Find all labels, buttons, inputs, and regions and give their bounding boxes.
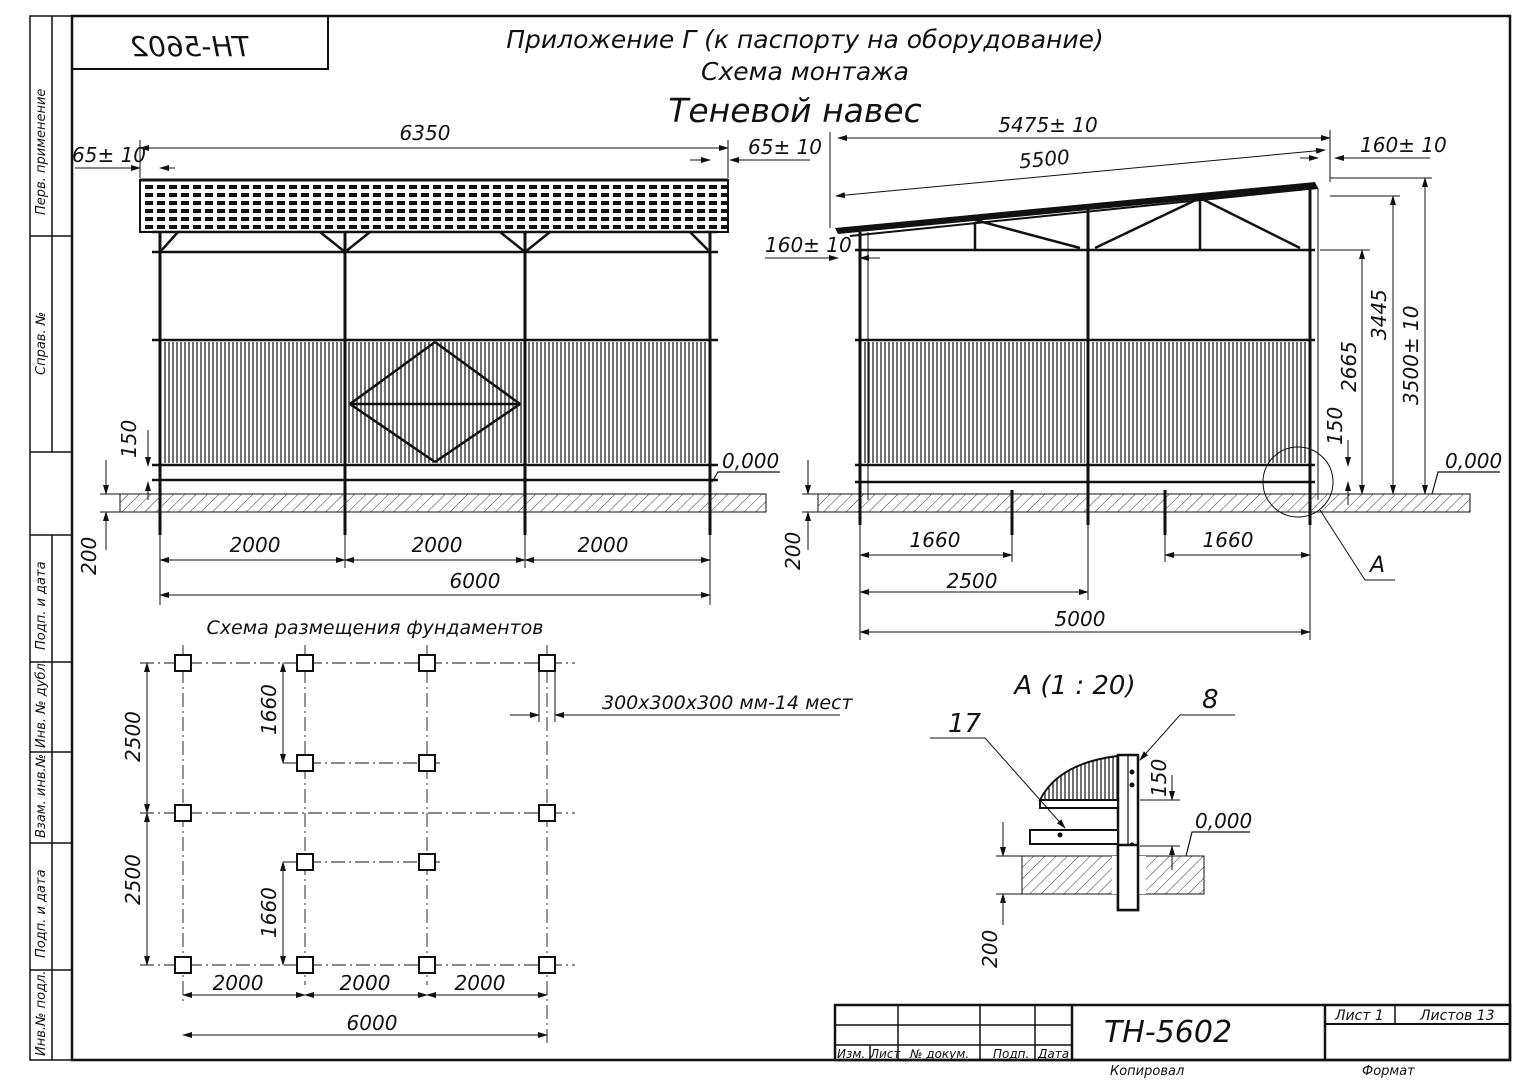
foundation-plan-title: Схема размещения фундаментов xyxy=(207,617,544,639)
side-dim-5500: 5500 xyxy=(1018,145,1071,174)
detail-level: 0,000 xyxy=(1195,809,1252,833)
side-roof xyxy=(835,182,1318,234)
title-block-col-no-dokum: № докум. xyxy=(909,1047,969,1061)
side-fence-panel-1 xyxy=(864,342,1085,463)
detail-leader-8: 8 xyxy=(1202,685,1219,715)
front-dim-200: 200 xyxy=(77,537,101,575)
front-ground xyxy=(119,493,767,513)
side-dim-5475: 5475± 10 xyxy=(998,113,1097,137)
title-block-format: Формат xyxy=(1362,1064,1415,1079)
front-dim-6000: 6000 xyxy=(450,569,501,593)
left-margin-labels: Перв. применение Справ. № Подп. и дата И… xyxy=(34,89,49,1056)
front-overhang-right: 65± 10 xyxy=(748,135,822,159)
side-fence-panel-2 xyxy=(1092,342,1307,463)
detail-dim-200: 200 xyxy=(978,930,1002,968)
sheet-frame xyxy=(29,14,1512,1062)
foundation-dim-6000: 6000 xyxy=(347,1011,398,1035)
side-view: А 0,000 5475± 10 5500 160± 10 160± 10 26… xyxy=(765,113,1502,640)
side-overhang-right: 160± 10 xyxy=(1360,133,1447,157)
front-dim-150: 150 xyxy=(117,420,141,458)
front-span-3: 2000 xyxy=(578,533,629,557)
front-span-2: 2000 xyxy=(412,533,463,557)
foundation-plan: Схема размещения фундаментов xyxy=(121,617,854,1045)
detail-leader-17: 17 xyxy=(948,709,982,739)
title-block-col-data: Дата xyxy=(1037,1047,1069,1061)
foundation-dim-2000-3: 2000 xyxy=(455,971,506,995)
foundation-pads xyxy=(174,654,556,974)
inv-no-dubl-label: Инв. № дубл. xyxy=(34,659,49,748)
foundation-dim-1660-bottom: 1660 xyxy=(257,887,281,938)
sprav-no-label: Справ. № xyxy=(34,312,49,375)
vzam-inv-no-label: Взам. инв.№ xyxy=(34,754,49,838)
front-level: 0,000 xyxy=(722,449,779,473)
side-level: 0,000 xyxy=(1445,449,1502,473)
front-overhang-left: 65± 10 xyxy=(72,143,146,167)
podp-data-1-label: Подп. и дата xyxy=(34,561,49,650)
title-block-sheets: Листов 13 xyxy=(1419,1008,1495,1024)
title-line-1: Приложение Г (к паспорту на оборудование… xyxy=(506,25,1104,54)
side-dim-5000: 5000 xyxy=(1055,607,1106,631)
side-dim-150: 150 xyxy=(1323,407,1347,445)
side-dim-200: 200 xyxy=(781,532,805,570)
title-block-sheet: Лист 1 xyxy=(1334,1008,1384,1024)
foundation-dim-2000-2: 2000 xyxy=(340,971,391,995)
foundation-note: 300х300х300 мм-14 мест xyxy=(602,692,854,714)
front-fence-panel-2 xyxy=(348,342,523,463)
detail-a: А (1 : 20) 17 8 150 0,000 xyxy=(930,671,1252,968)
detail-dim-150: 150 xyxy=(1147,759,1171,797)
front-view: 0,000 6350 65± 10 65± 10 150 200 xyxy=(72,121,822,605)
side-overhang-left: 160± 10 xyxy=(765,233,852,257)
foundation-dim-1660-top: 1660 xyxy=(257,684,281,735)
foundation-dim-2500-bottom: 2500 xyxy=(121,854,145,905)
title-block-kopiroval: Копировал xyxy=(1110,1064,1184,1079)
front-dim-6350: 6350 xyxy=(400,121,451,145)
title-block-designation: ТН-5602 xyxy=(1104,1015,1232,1050)
side-ground xyxy=(817,493,1471,513)
front-roof-panel xyxy=(139,179,729,233)
mirrored-code: ТН-5602 xyxy=(130,30,250,63)
side-dim-1660-left: 1660 xyxy=(910,528,961,552)
side-dim-3445: 3445 xyxy=(1367,289,1391,340)
title-line-2: Схема монтажа xyxy=(701,57,909,86)
foundation-dim-2000-1: 2000 xyxy=(213,971,264,995)
side-detail-callout: А xyxy=(1368,553,1385,578)
front-span-1: 2000 xyxy=(230,533,281,557)
detail-fence-section xyxy=(1038,753,1129,801)
front-fence-panel-1 xyxy=(163,342,343,463)
side-dim-2665: 2665 xyxy=(1337,341,1361,392)
podp-data-2-label: Подп. и дата xyxy=(34,869,49,958)
front-fence-panel-3 xyxy=(528,342,708,463)
title-line-3: Теневой навес xyxy=(668,91,922,130)
detail-a-title: А (1 : 20) xyxy=(1012,671,1135,701)
title-block-col-podp: Подп. xyxy=(993,1047,1029,1061)
title-block: Изм. Лист № докум. Подп. Дата ТН-5602 Ли… xyxy=(833,1003,1512,1079)
perv-primenenie-label: Перв. применение xyxy=(34,89,49,215)
side-dim-1660-right: 1660 xyxy=(1203,528,1254,552)
inv-no-podl-label: Инв.№ подл. xyxy=(34,970,49,1056)
side-dim-3500: 3500± 10 xyxy=(1399,306,1423,405)
title-block-col-list: Лист xyxy=(869,1047,901,1061)
foundation-dim-2500-top: 2500 xyxy=(121,711,145,762)
side-dim-2500: 2500 xyxy=(947,569,998,593)
title-block-col-izm: Изм. xyxy=(837,1047,865,1061)
